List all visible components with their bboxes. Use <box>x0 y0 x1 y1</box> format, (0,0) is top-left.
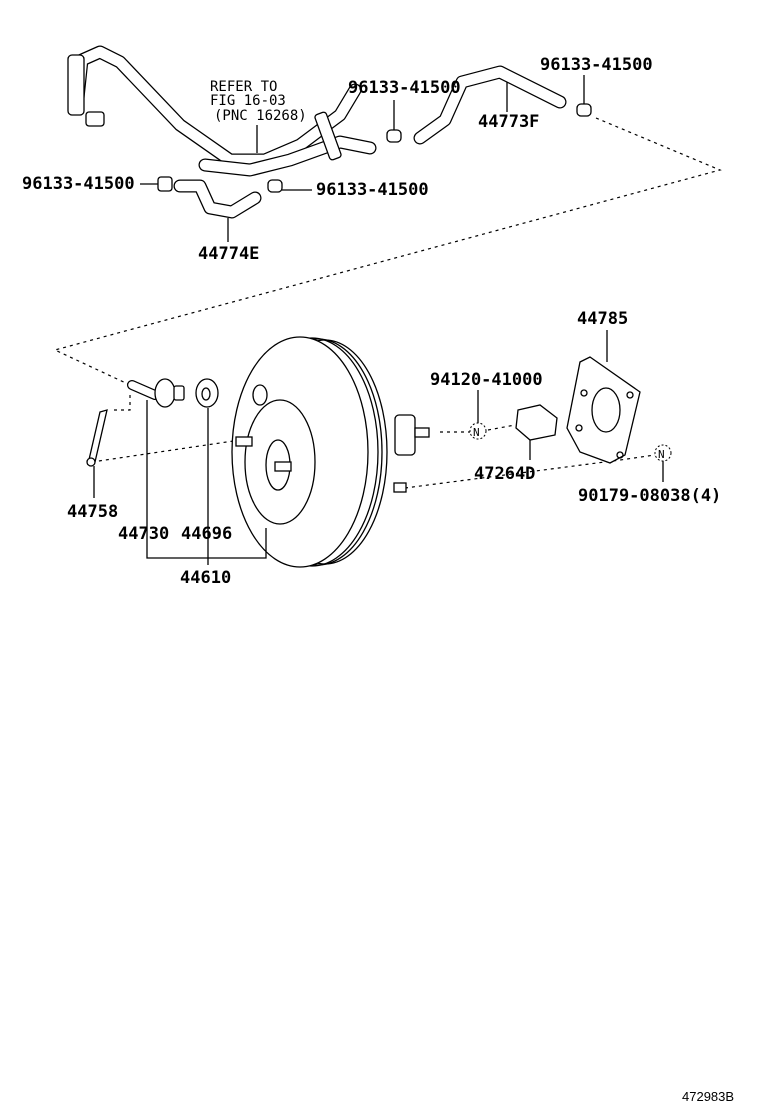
label-47264d[interactable]: 47264D <box>474 464 535 484</box>
clevis-47264d <box>515 404 558 441</box>
grommet-44696 <box>195 378 219 408</box>
svg-text:N: N <box>658 448 665 461</box>
label-44773f[interactable]: 44773F <box>478 112 539 132</box>
label-44785[interactable]: 44785 <box>577 309 628 329</box>
figure-id: 472983B <box>682 1089 734 1104</box>
label-96133-41500-mid[interactable]: 96133-41500 <box>348 78 461 98</box>
label-44610[interactable]: 44610 <box>180 568 231 588</box>
hose-44773f <box>413 65 567 145</box>
label-96133-41500-right[interactable]: 96133-41500 <box>316 180 429 200</box>
hose-clip <box>386 129 402 143</box>
pipe-mount-bracket <box>67 54 85 116</box>
label-96133-41500-left[interactable]: 96133-41500 <box>22 174 135 194</box>
nut-94120-41000[interactable]: N <box>469 422 487 440</box>
hose-clip <box>157 176 173 192</box>
svg-text:N: N <box>473 426 480 439</box>
label-44730[interactable]: 44730 <box>118 524 169 544</box>
hose-44774e <box>173 179 262 219</box>
label-44774e[interactable]: 44774E <box>198 244 259 264</box>
reference-note-line3: (PNC 16268) <box>214 108 307 124</box>
vacuum-pipe-assembly <box>67 45 377 177</box>
check-valve-44730 <box>127 378 185 408</box>
brake-booster-44610 <box>231 336 430 568</box>
label-90179-08038[interactable]: 90179-08038(4) <box>578 486 721 506</box>
hose-clip <box>576 103 592 117</box>
reference-note-line1: REFER TO <box>210 79 277 95</box>
label-94120-41000[interactable]: 94120-41000 <box>430 370 543 390</box>
label-44696[interactable]: 44696 <box>181 524 232 544</box>
nut-90179-08038[interactable]: N <box>654 444 672 462</box>
gasket-44785 <box>566 356 641 464</box>
bracket-44758 <box>87 409 108 465</box>
hose-clip <box>267 179 283 193</box>
reference-note-line2: FIG 16-03 <box>210 93 286 109</box>
label-44758[interactable]: 44758 <box>67 502 118 522</box>
label-96133-41500-top-right[interactable]: 96133-41500 <box>540 55 653 75</box>
